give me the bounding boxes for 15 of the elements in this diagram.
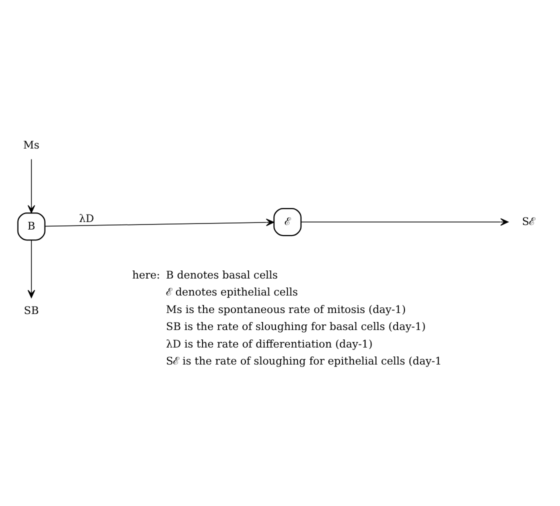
- arrow: [300, 218, 509, 226]
- arrow: [28, 239, 36, 298]
- node-text: SB: [24, 304, 39, 317]
- label: SB is the rate of sloughing for basal cells (day-1): [166, 320, 426, 333]
- label: B denotes basal cells: [166, 268, 278, 281]
- edge-label: λD: [78, 212, 94, 225]
- label: Ms is the spontaneous rate of mitosis (day-1): [166, 303, 406, 316]
- node-text: Sℰ: [522, 215, 536, 228]
- label: Sℰ is the rate of sloughing for epithelial cells (day-1: [166, 355, 442, 368]
- label: λD is the rate of differentiation (day-1): [166, 338, 373, 350]
- arrow: [28, 158, 36, 213]
- arrow: [44, 218, 274, 226]
- label: ℰ denotes epithelial cells: [166, 286, 298, 298]
- label: here:: [132, 268, 160, 281]
- node-text: Ms: [23, 138, 40, 151]
